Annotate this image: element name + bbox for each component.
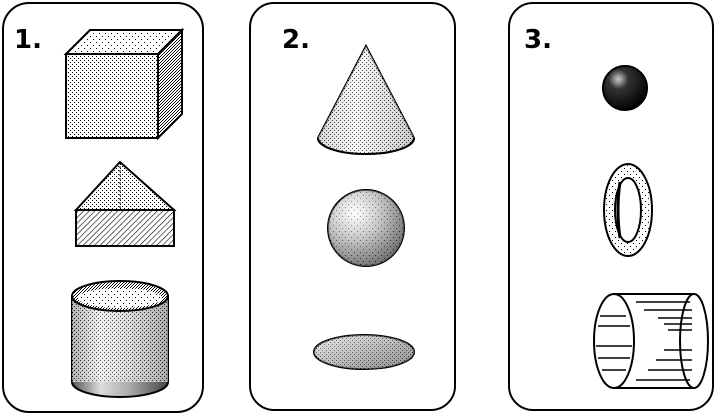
cylinder-shape [72,281,168,397]
small-dark-sphere-shape [603,66,647,110]
panel-3-label: 3. [524,25,552,55]
cube-shape [66,30,182,138]
sphere-shape [328,190,404,266]
panel-2-label: 2. [282,25,310,55]
panel-2: 2. [250,3,455,410]
panel-3: 3. [509,3,713,410]
ring-shape [604,164,652,256]
panel-1: 1. [3,3,203,412]
panel-1-label: 1. [14,25,42,55]
ellipse-disc-shape [314,335,414,369]
open-cylinder-band-shape [594,294,708,388]
